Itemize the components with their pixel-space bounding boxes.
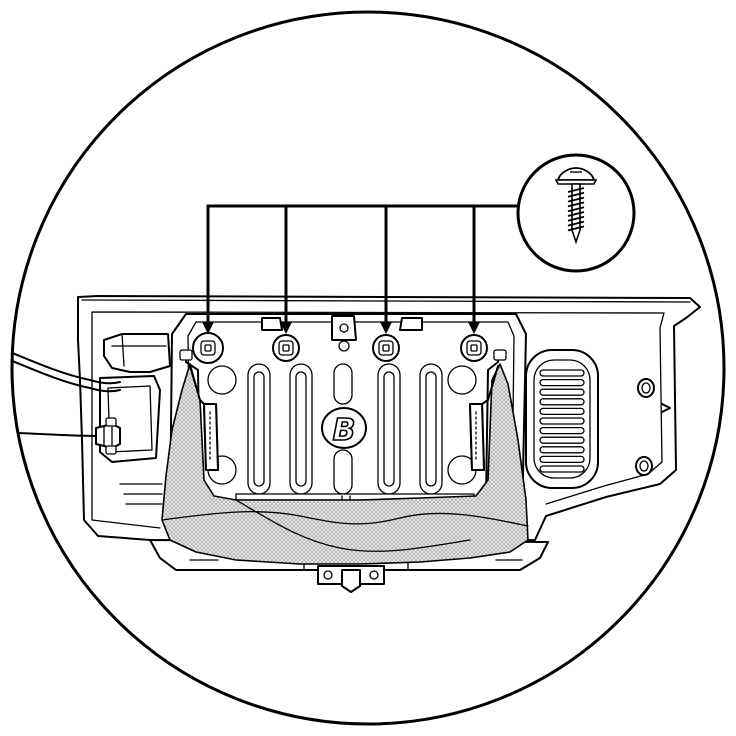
mounting-hole-1 bbox=[192, 332, 224, 364]
vent-slat bbox=[539, 455, 585, 464]
screw-thread bbox=[567, 220, 585, 227]
vent-slat bbox=[539, 388, 585, 396]
vent-slat bbox=[539, 378, 585, 387]
tailgate-illustration: B bbox=[12, 295, 701, 593]
vent-slat bbox=[539, 398, 585, 406]
screw-inset bbox=[516, 153, 636, 273]
screw-thread bbox=[567, 211, 585, 217]
vent-slat bbox=[539, 436, 585, 444]
screw-icon bbox=[554, 167, 598, 245]
screw-thread bbox=[567, 225, 585, 232]
screw-thread bbox=[567, 201, 585, 208]
cable-upper bbox=[12, 347, 121, 385]
arrowhead-3 bbox=[380, 322, 392, 334]
vent-slat bbox=[539, 465, 585, 473]
vent-slat bbox=[539, 417, 585, 425]
vent-slats bbox=[539, 369, 585, 473]
vent-slat bbox=[539, 369, 585, 377]
panel-ribs bbox=[207, 363, 477, 495]
screw-thread bbox=[567, 206, 585, 213]
arrowhead-2 bbox=[280, 322, 292, 334]
detail-circle bbox=[10, 10, 726, 726]
brand-logo: B bbox=[321, 407, 367, 449]
cable-lower bbox=[12, 431, 99, 437]
svg-text:B: B bbox=[333, 413, 356, 448]
screw-thread bbox=[567, 187, 585, 193]
left-hinge-bracket bbox=[103, 333, 171, 373]
screw-thread bbox=[567, 191, 585, 198]
screw-thread bbox=[567, 196, 585, 203]
mounting-hole-2 bbox=[272, 334, 300, 362]
screw-thread bbox=[567, 215, 585, 222]
cable-connector bbox=[95, 423, 121, 449]
arrowhead-1 bbox=[202, 322, 214, 334]
mounting-hole-4 bbox=[460, 334, 488, 362]
callout-leader-lines bbox=[206, 204, 522, 332]
mounting-hole-3 bbox=[372, 334, 400, 362]
vent-slat bbox=[539, 426, 585, 435]
vent-slat bbox=[539, 407, 585, 416]
callout-arrowheads bbox=[202, 322, 480, 334]
vent-slat bbox=[539, 446, 585, 454]
arrowhead-4 bbox=[468, 322, 480, 334]
